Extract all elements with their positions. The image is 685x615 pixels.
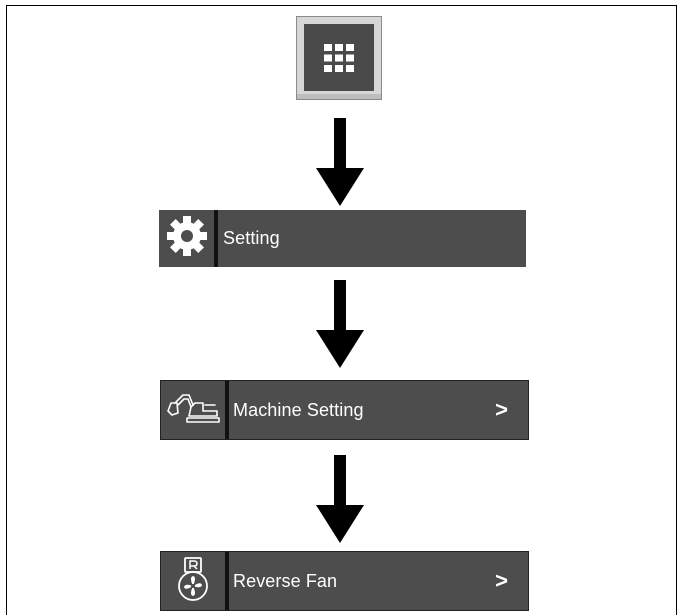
reverse-fan-icon-box — [161, 552, 225, 610]
chevron-right-icon: > — [495, 397, 508, 422]
machine-icon-box — [161, 381, 225, 439]
reverse-fan-label: Reverse Fan — [233, 570, 338, 591]
bar-divider — [214, 210, 218, 267]
setting-label: Setting — [223, 228, 280, 248]
setting-icon-box — [159, 210, 214, 267]
arrow-down-icon — [316, 118, 364, 206]
bar-divider — [225, 552, 229, 610]
reverse-fan-menu-item[interactable]: Reverse Fan > — [160, 551, 529, 611]
bar-divider — [225, 381, 229, 439]
menu-button[interactable] — [296, 16, 382, 100]
arrow-down-icon — [316, 455, 364, 543]
grid-menu-icon — [324, 43, 354, 72]
reverse-fan-icon — [175, 556, 211, 607]
machine-setting-label: Machine Setting — [233, 399, 364, 420]
setting-menu-item[interactable]: Setting — [159, 210, 526, 267]
menu-button-face — [304, 24, 374, 91]
excavator-icon — [165, 391, 221, 430]
chevron-right-icon: > — [495, 568, 508, 593]
arrow-down-icon — [316, 280, 364, 368]
machine-setting-menu-item[interactable]: Machine Setting > — [160, 380, 529, 440]
gear-icon — [165, 214, 209, 263]
